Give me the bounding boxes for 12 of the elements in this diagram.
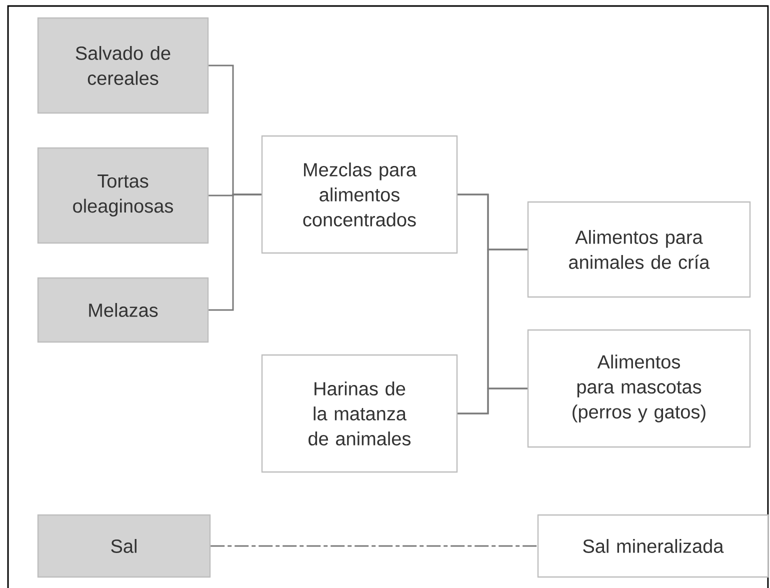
input-box: Melazas (37, 277, 209, 343)
product-box: Alimentos para mascotas (perros y gatos) (527, 329, 751, 448)
connector-line (208, 194, 262, 311)
connector-line (458, 388, 528, 414)
product-box: Harinas de la matanza de animales (261, 354, 458, 473)
dashed-connector (210, 545, 538, 547)
input-box: Tortas oleaginosas (37, 147, 209, 244)
input-box: Sal (37, 514, 211, 578)
product-box: Mezclas para alimentos concentrados (261, 135, 458, 254)
product-box: Sal mineralizada (537, 514, 769, 578)
product-box: Alimentos para animales de cría (527, 201, 751, 298)
input-box: Salvado de cereales (37, 17, 209, 114)
